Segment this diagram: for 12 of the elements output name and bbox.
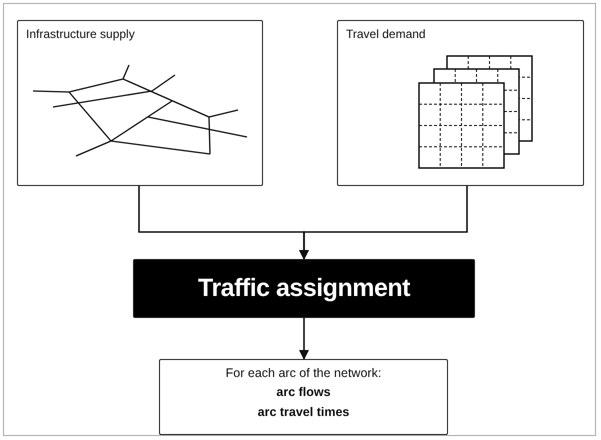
process-box xyxy=(133,259,475,318)
input-panel xyxy=(337,20,584,186)
connector-arrow xyxy=(299,186,468,260)
panel-title: Infrastructure supply xyxy=(26,27,135,42)
box-text: Traffic assignment xyxy=(198,273,410,304)
input-panel xyxy=(17,20,263,186)
box-text: arc flows xyxy=(276,384,331,402)
output-box xyxy=(159,359,448,435)
box-text: For each arc of the network: xyxy=(226,365,382,382)
box-text: arc travel times xyxy=(258,404,350,421)
panel-title: Travel demand xyxy=(346,27,426,42)
connector-arrow xyxy=(299,318,309,360)
